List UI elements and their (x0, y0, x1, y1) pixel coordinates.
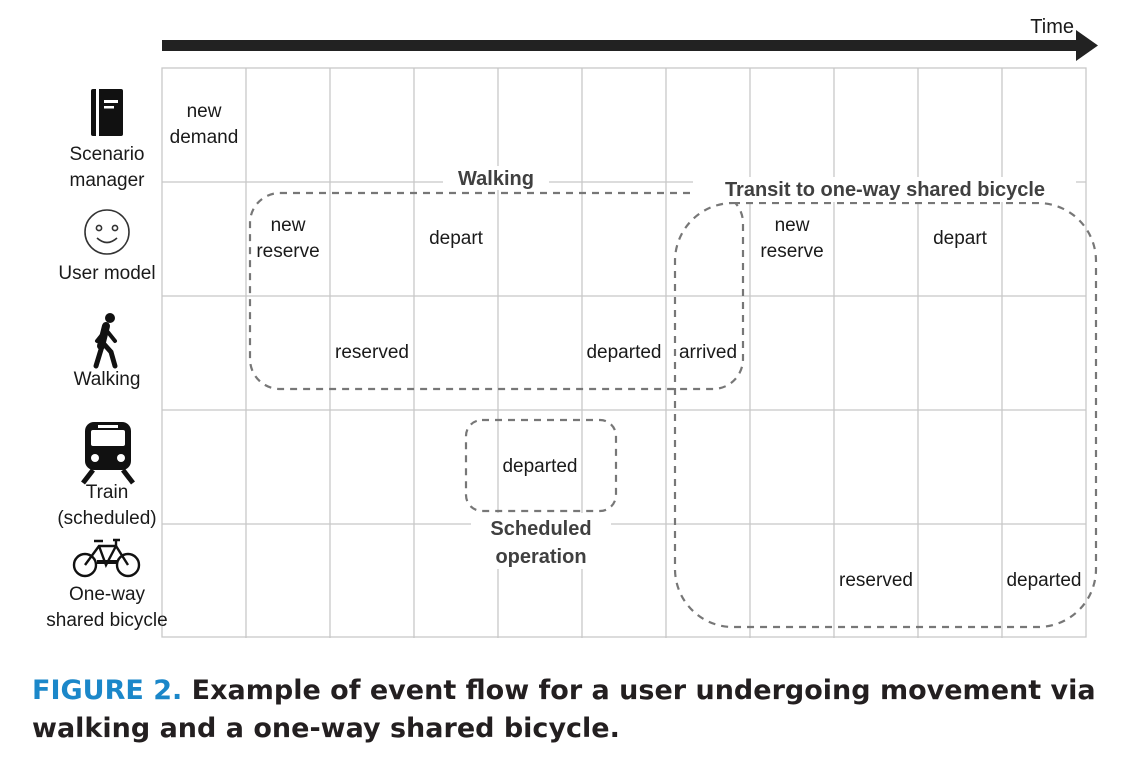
scheduled-operation-outline (464, 418, 618, 513)
time-axis-label: Time (1030, 16, 1074, 38)
row-label-train: Train (86, 482, 129, 503)
event-label: new (187, 101, 222, 122)
row-label-scenario: Scenario (70, 144, 145, 165)
row-label-bicycle: One-way (69, 584, 146, 605)
row-label-train: (scheduled) (57, 508, 156, 529)
transit-label-mask (693, 177, 1076, 202)
transit-group-label: Transit to one-way shared bicycle (725, 179, 1045, 201)
smiley-face-icon (84, 209, 130, 255)
figure-caption: FIGURE 2. Example of event flow for a us… (32, 672, 1122, 748)
walking-group-label: Walking (458, 168, 534, 190)
event-label: departed (586, 342, 661, 363)
train-icon (81, 422, 135, 485)
time-arrow (162, 30, 1098, 61)
transit-group-outline (673, 201, 1098, 629)
scheduled-label-mask (471, 513, 611, 569)
row-label-user: User model (58, 263, 155, 284)
event-label: reserve (760, 241, 823, 262)
time-arrow-shaft (162, 40, 1078, 51)
walking-group-outline (248, 191, 745, 391)
event-label: reserve (256, 241, 319, 262)
walking-person-icon (93, 313, 118, 369)
scheduled-group-label-line-1: Scheduled (490, 518, 591, 540)
event-label: arrived (679, 342, 737, 363)
grid-border (161, 67, 1087, 638)
event-label: demand (170, 127, 239, 148)
event-label: reserved (335, 342, 409, 363)
caption-text: Example of event flow for a user undergo… (32, 675, 1096, 744)
event-label: depart (429, 228, 484, 249)
figure-label: FIGURE 2. (32, 675, 183, 706)
row-label-walking: Walking (74, 369, 141, 390)
book-icon (91, 89, 123, 136)
row-label-bicycle: shared bicycle (46, 610, 167, 631)
bicycle-icon (72, 538, 141, 578)
group-outlines (248, 191, 1098, 629)
row-label-scenario: manager (70, 170, 146, 191)
scheduled-group-label-line-2: operation (495, 546, 586, 568)
event-label: new (271, 215, 306, 236)
walking-label-mask (443, 166, 549, 190)
event-labels: new demand new reserve depart new reserve depar… (170, 101, 1082, 591)
event-label: new (775, 215, 810, 236)
event-label: departed (502, 456, 577, 477)
event-label: depart (933, 228, 988, 249)
event-label: reserved (839, 570, 913, 591)
time-arrow-head (1076, 30, 1098, 61)
event-label: departed (1006, 570, 1081, 591)
